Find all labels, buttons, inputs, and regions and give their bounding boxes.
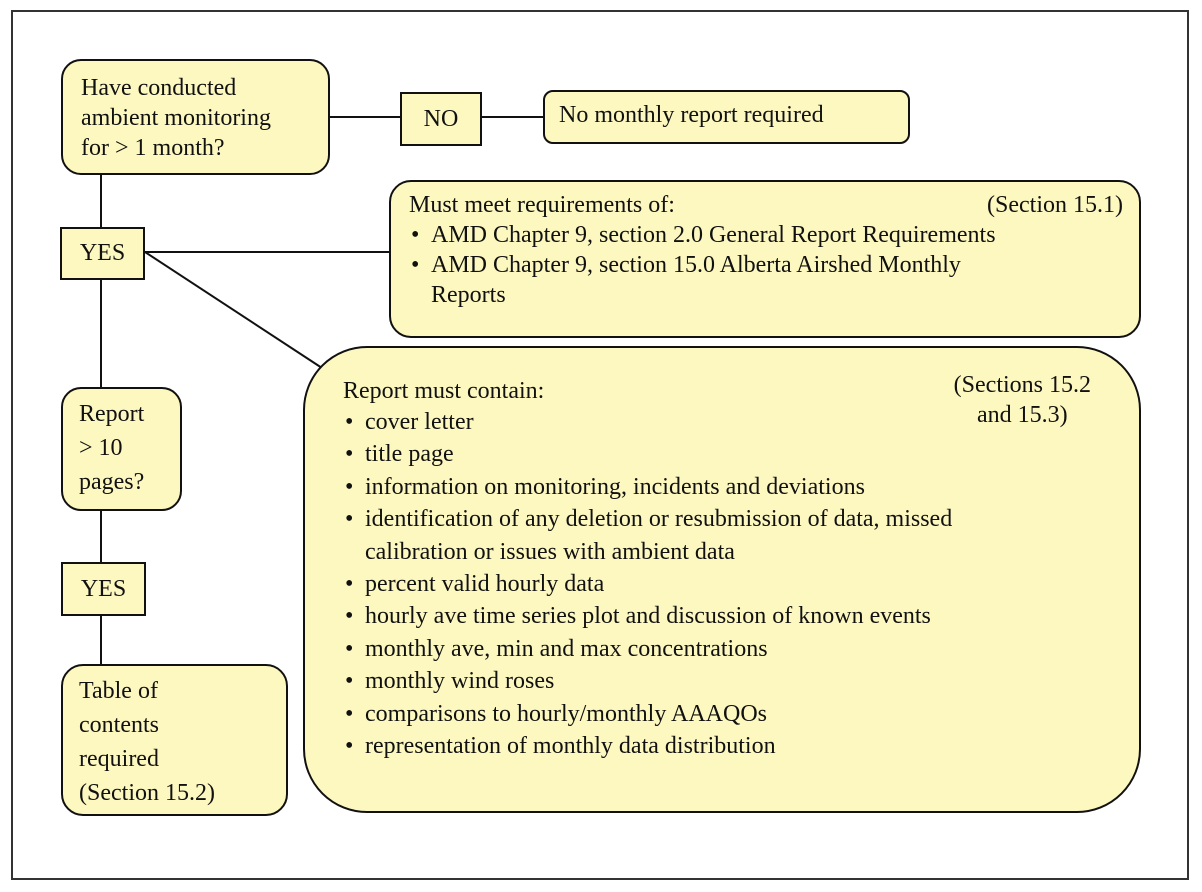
requirement-item-line: Reports xyxy=(431,282,506,308)
question-pages-line: > 10 xyxy=(79,435,123,461)
report-item: hourly ave time series plot and discussi… xyxy=(343,600,1099,633)
yes-answer-box-1: YES xyxy=(60,227,145,280)
question-pages-line: pages? xyxy=(79,469,145,495)
requirements-heading: Must meet requirements of: xyxy=(409,192,675,218)
report-item: information on monitoring, incidents and… xyxy=(343,471,1099,504)
requirement-item: AMD Chapter 9, section 15.0 Alberta Airs… xyxy=(409,250,1123,310)
requirement-item-line: AMD Chapter 9, section 15.0 Alberta Airs… xyxy=(431,252,961,278)
table-of-contents-line: (Section 15.2) xyxy=(79,780,215,806)
report-contents-section-line: (Sections 15.2 xyxy=(953,372,1091,398)
report-item: cover letter xyxy=(343,406,1099,439)
requirements-box: Must meet requirements of: (Section 15.1… xyxy=(389,180,1141,338)
report-item: identification of any deletion or resubm… xyxy=(343,503,1099,568)
question-monitoring-box: Have conducted ambient monitoring for > … xyxy=(61,59,330,175)
no-answer-label: NO xyxy=(423,106,459,132)
connector-yes-contents xyxy=(144,251,323,369)
no-answer-box: NO xyxy=(400,92,482,146)
report-item-line: calibration or issues with ambient data xyxy=(365,538,735,565)
report-item: comparisons to hourly/monthly AAAQOs xyxy=(343,698,1099,731)
yes-answer-label-2: YES xyxy=(80,576,127,602)
table-of-contents-box: Table of contents required (Section 15.2… xyxy=(61,664,288,816)
table-of-contents-line: required xyxy=(79,746,159,772)
yes-answer-label-1: YES xyxy=(79,240,126,266)
report-contents-heading: Report must contain: xyxy=(343,378,545,404)
requirements-section-ref: (Section 15.1) xyxy=(987,192,1123,218)
report-item: percent valid hourly data xyxy=(343,568,1099,601)
report-item: monthly wind roses xyxy=(343,665,1099,698)
table-of-contents-line: contents xyxy=(79,712,159,738)
diagram-frame xyxy=(11,10,1189,880)
report-item-line: identification of any deletion or resubm… xyxy=(365,506,953,533)
report-item: title page xyxy=(343,438,1099,471)
question-monitoring-line: ambient monitoring xyxy=(81,105,271,131)
report-item: monthly ave, min and max concentrations xyxy=(343,633,1099,666)
table-of-contents-line: Table of xyxy=(79,678,158,704)
question-pages-box: Report > 10 pages? xyxy=(61,387,182,511)
question-pages-line: Report xyxy=(79,401,145,427)
question-monitoring-line: for > 1 month? xyxy=(81,135,225,161)
no-report-result-label: No monthly report required xyxy=(559,102,824,128)
question-monitoring-line: Have conducted xyxy=(81,75,237,101)
yes-answer-box-2: YES xyxy=(61,562,146,616)
report-contents-box: Report must contain: (Sections 15.2 and … xyxy=(303,346,1141,813)
report-item: representation of monthly data distribut… xyxy=(343,730,1099,763)
no-report-result-box: No monthly report required xyxy=(543,90,910,144)
requirement-item: AMD Chapter 9, section 2.0 General Repor… xyxy=(409,220,1123,250)
